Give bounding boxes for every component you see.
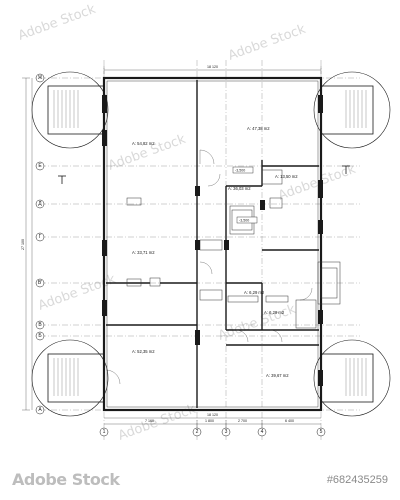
stair-bottom-left	[31, 339, 109, 417]
floor-plan-drawing: Adobe Stock Adobe Stock Adobe Stock Adob…	[16, 2, 391, 444]
dimension-bottom-seg-3: 2 700	[238, 419, 247, 423]
row-axis-marker	[35, 161, 45, 171]
dimension-bottom-seg-2: 1 800	[205, 419, 214, 423]
room-area-label: A: 52,35 m2	[132, 349, 155, 354]
section-marks	[58, 165, 350, 184]
row-axis-marker	[35, 73, 45, 83]
row-axis-labels: Ж Е Д Г В' В Б А	[38, 75, 43, 413]
row-axis-label: А	[38, 407, 42, 413]
col-axis-label: 2	[196, 429, 199, 435]
svg-text:Adobe Stock: Adobe Stock	[216, 302, 298, 344]
level-mark: -3,500	[235, 169, 245, 173]
row-axis-marker	[35, 278, 45, 288]
exterior-walls	[102, 76, 323, 412]
row-axis-marker	[35, 320, 45, 330]
row-axis-marker	[35, 331, 45, 341]
dimension-bottom-total: 18 120	[207, 413, 218, 417]
room-labels: A: 54,82 m2 A: 47,38 m2 A: 36,03 m2 A: 1…	[132, 126, 298, 378]
room-area-label: A: 39,67 m2	[266, 373, 289, 378]
row-axis-label: В'	[38, 280, 42, 286]
room-area-label: A: 6,29 m2	[264, 310, 285, 315]
col-axis-marker	[99, 427, 109, 437]
level-marks: -3,500 -3,500	[232, 166, 258, 224]
level-mark: -3,500	[239, 219, 249, 223]
dimension-top-total: 18 120	[207, 65, 218, 69]
stock-image-id: #682435259	[326, 474, 388, 486]
interior-walls	[106, 80, 319, 408]
svg-text:Adobe Stock: Adobe Stock	[106, 132, 188, 174]
row-axis-label: Д	[38, 201, 42, 207]
dimension-labels: 18 120 18 120 7 160 1 800 2 700 6 400 27…	[21, 65, 294, 423]
watermark-pattern: Adobe Stock Adobe Stock Adobe Stock Adob…	[16, 2, 358, 444]
svg-text:Adobe Stock: Adobe Stock	[226, 22, 308, 64]
stair-top-left	[31, 71, 109, 149]
room-area-label: A: 6,29 m2	[244, 290, 265, 295]
door-swings	[105, 149, 313, 385]
stair-bottom-right	[313, 339, 391, 417]
row-axis-label: Б	[38, 333, 42, 339]
room-area-label: A: 54,82 m2	[132, 141, 155, 146]
svg-text:Adobe Stock: Adobe Stock	[16, 2, 98, 44]
col-axis-label: 4	[261, 429, 264, 435]
row-axis-label: Е	[38, 163, 42, 169]
dimension-bottom-seg-1: 7 160	[145, 419, 154, 423]
stair-top-right	[313, 71, 391, 149]
col-axis-label: 1	[103, 429, 106, 435]
col-axis-label: 5	[320, 429, 323, 435]
room-area-label: A: 47,38 m2	[247, 126, 270, 131]
row-axis-marker	[35, 232, 45, 242]
row-axis-marker	[35, 405, 45, 415]
row-axis-label: Г	[39, 234, 42, 240]
dimension-bottom-seg-4: 6 400	[285, 419, 294, 423]
row-axis-markers	[35, 73, 45, 415]
dimension-lines	[22, 66, 322, 428]
room-area-label: A: 13,50 m2	[275, 174, 298, 179]
col-axis-marker	[316, 427, 326, 437]
row-axis-marker	[35, 199, 45, 209]
wall-piers	[102, 95, 323, 386]
stock-logo: Adobe Stock	[12, 470, 120, 489]
room-area-label: A: 36,03 m2	[228, 186, 251, 191]
col-axis-labels: 1 2 3 4 5	[103, 429, 323, 435]
room-area-label: A: 33,71 m2	[132, 250, 155, 255]
row-axis-label: В	[38, 322, 42, 328]
col-axis-label: 3	[225, 429, 228, 435]
stock-footer: Adobe Stock #682435259	[0, 464, 400, 500]
svg-text:Adobe Stock: Adobe Stock	[116, 402, 198, 444]
dimension-left-total: 27 100	[21, 239, 25, 250]
row-axis-label: Ж	[38, 75, 43, 81]
partitions	[126, 169, 341, 329]
